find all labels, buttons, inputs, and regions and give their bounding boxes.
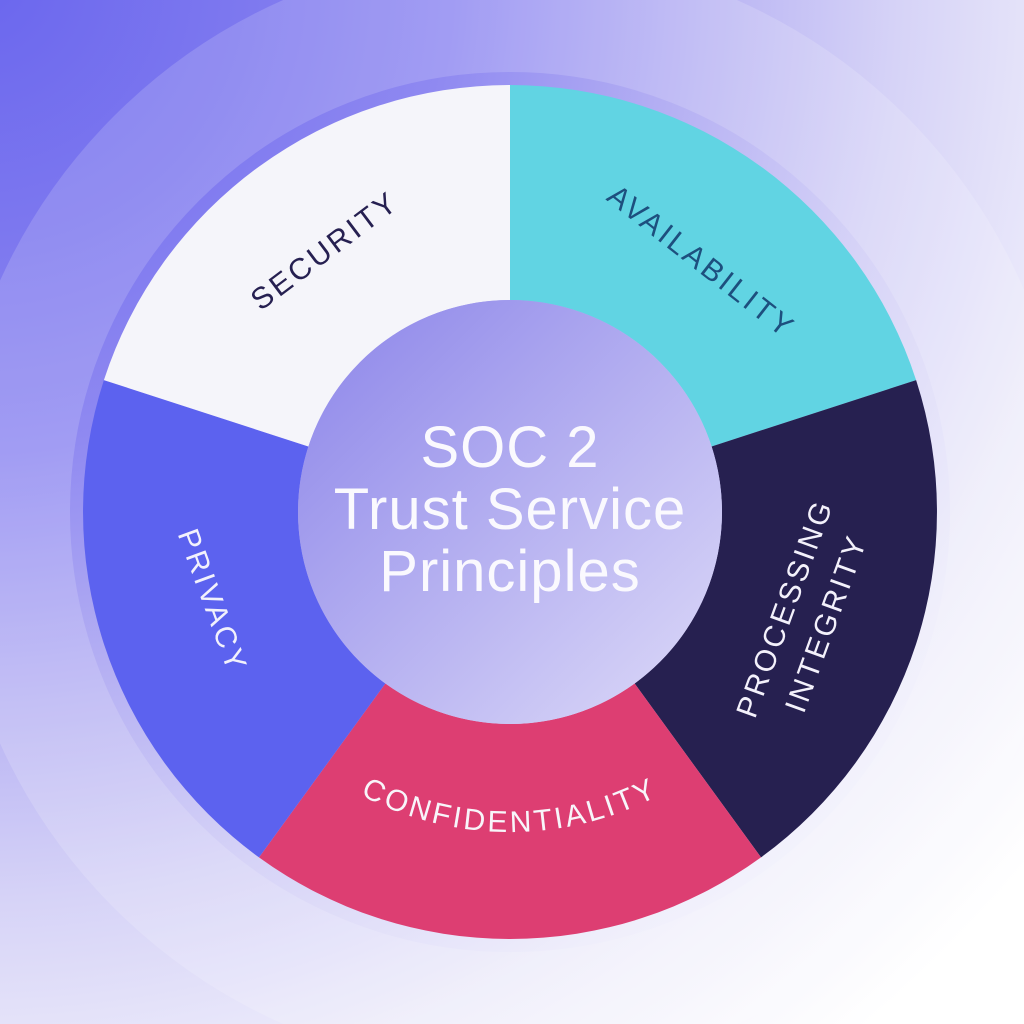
title-line-1: SOC 2 xyxy=(420,415,599,480)
donut-segments xyxy=(83,85,937,939)
title-line-2: Trust Service xyxy=(334,477,686,542)
center-group: SOC 2 Trust Service Principles xyxy=(298,300,722,724)
segment-privacy-slice xyxy=(83,380,386,858)
segment-confidentiality-slice xyxy=(259,683,761,939)
segment-availability-slice xyxy=(510,85,917,447)
center-circle xyxy=(298,300,722,724)
title-line-3: Principles xyxy=(379,539,640,604)
segment-security-slice xyxy=(103,85,511,447)
segment-processing-integrity-slice xyxy=(634,380,937,858)
